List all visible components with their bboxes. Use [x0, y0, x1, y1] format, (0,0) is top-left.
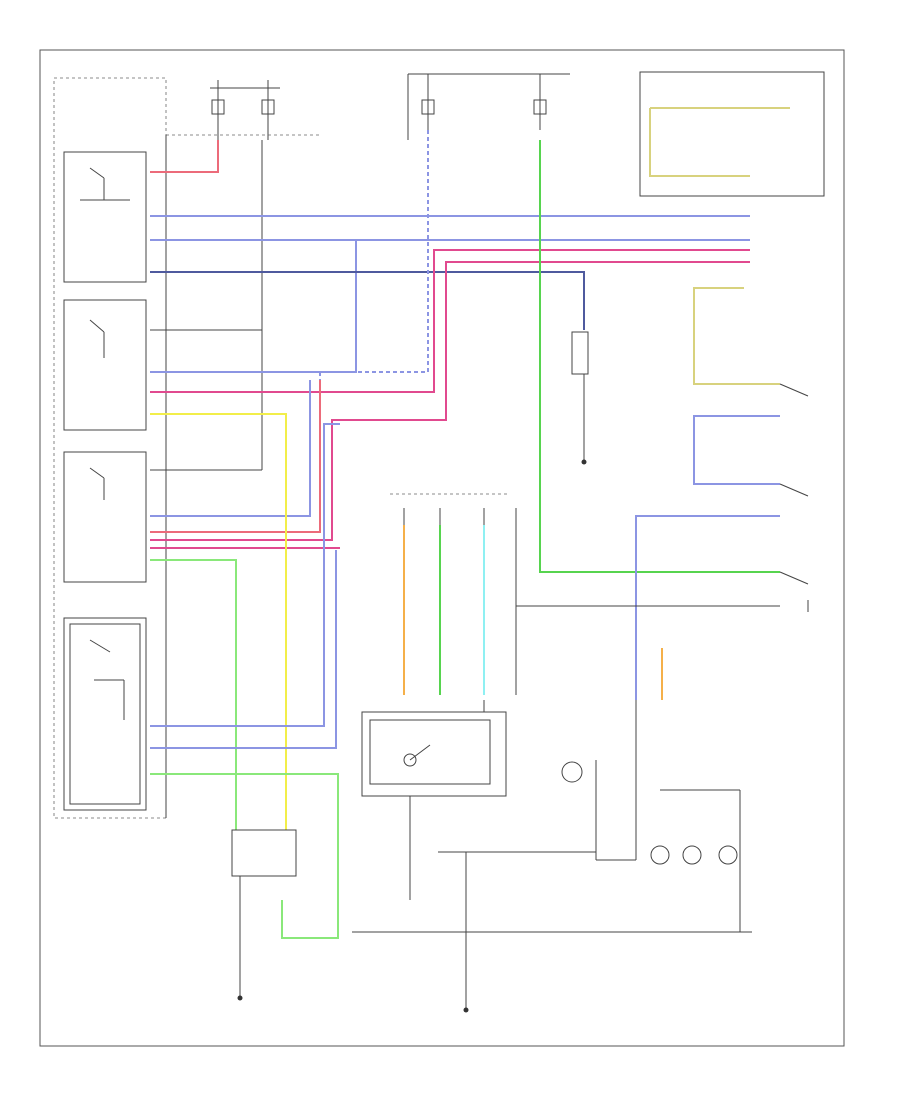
pressure-switches	[779, 383, 809, 612]
wire-blue-2	[150, 239, 357, 373]
sensor-module-box	[639, 71, 825, 197]
diagram-frame	[39, 49, 845, 1047]
wire-yellow	[150, 413, 287, 830]
wire-green-2	[150, 773, 339, 939]
wire-green-dark	[539, 140, 780, 573]
wire-blue-right-2	[635, 515, 780, 700]
blower-resistor	[561, 700, 637, 861]
wire-pink-1	[150, 249, 750, 393]
wire-blue-dashed-fuse	[319, 130, 429, 380]
wire-khaki-3	[693, 287, 780, 385]
left-switch-group-2	[63, 299, 147, 431]
compressor-relay	[231, 829, 297, 1001]
wire-green-1	[150, 559, 237, 830]
wire-blue-right-1	[693, 415, 780, 485]
control-module-boundary	[53, 77, 167, 819]
switch-box-2	[63, 299, 147, 431]
wire-pink-2	[150, 261, 750, 541]
wire-blue-3	[150, 380, 311, 517]
blower-switch	[361, 700, 507, 900]
illumination-bulbs	[650, 789, 741, 932]
wire-blue-4	[150, 423, 340, 727]
left-switch-group-1	[63, 151, 147, 283]
wire-blue-5	[150, 550, 337, 749]
fuse-block-top-left	[166, 80, 320, 140]
wire-navy	[150, 271, 585, 330]
mode-switch-assembly	[390, 493, 517, 525]
switch-box-4	[63, 617, 147, 811]
wire-red-top	[150, 140, 219, 173]
switch-box-3	[63, 451, 147, 583]
left-switch-group-4	[63, 617, 147, 811]
wire-khaki-1	[649, 108, 750, 177]
fan-switch	[438, 851, 596, 1013]
switch-box-1	[63, 151, 147, 283]
left-switch-group-3	[63, 451, 147, 583]
fuse-block-top-center	[407, 73, 570, 140]
switch-box-4-inner	[69, 623, 141, 805]
blend-door-motor	[571, 331, 589, 375]
wire-red-long	[150, 380, 321, 533]
